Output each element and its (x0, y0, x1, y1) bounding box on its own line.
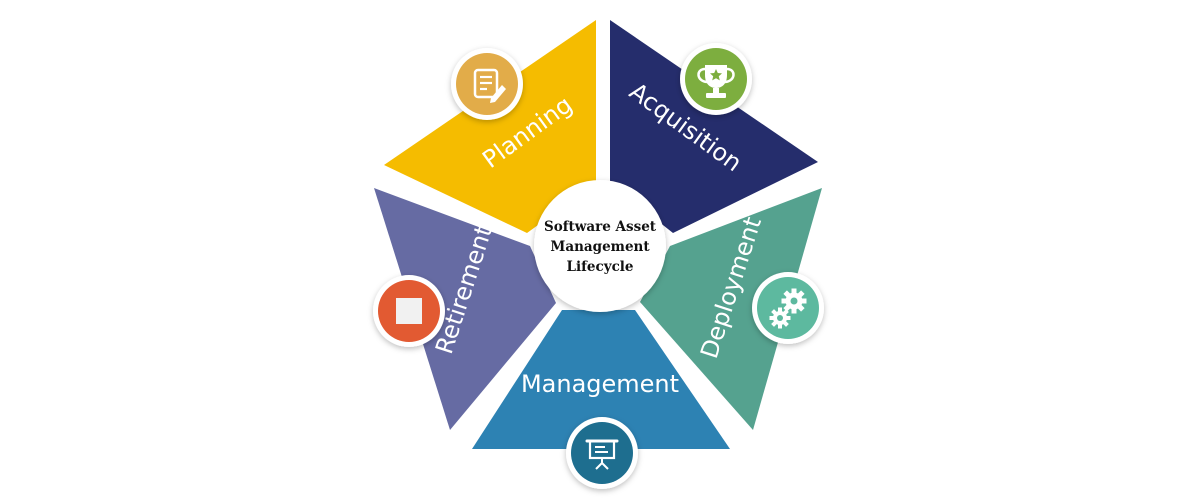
segment-planning-shape (384, 20, 596, 233)
segment-management-shape (472, 310, 730, 449)
segment-acquisition-shape (610, 20, 818, 233)
segment-management[interactable]: Management (472, 310, 730, 449)
segment-deployment[interactable]: Deployment (640, 188, 822, 430)
segment-management-label: Management (521, 370, 679, 398)
center-circle (534, 180, 666, 312)
center-title-line-2: Management (550, 239, 650, 255)
segment-deployment-shape (640, 188, 822, 430)
segment-planning[interactable]: Planning (384, 20, 596, 233)
center-title-line-3: Lifecycle (566, 259, 633, 275)
segment-retirement[interactable]: Retirement (374, 188, 556, 430)
center-title-line-1: Software Asset (544, 219, 657, 235)
center-hub: Software Asset Management Lifecycle (534, 180, 666, 312)
trophy-icon (680, 43, 752, 115)
segment-retirement-shape (374, 188, 556, 430)
gears-icon (752, 272, 824, 344)
stop-icon (373, 275, 445, 347)
document-pencil-icon (451, 48, 523, 120)
presentation-board-icon (566, 417, 638, 489)
